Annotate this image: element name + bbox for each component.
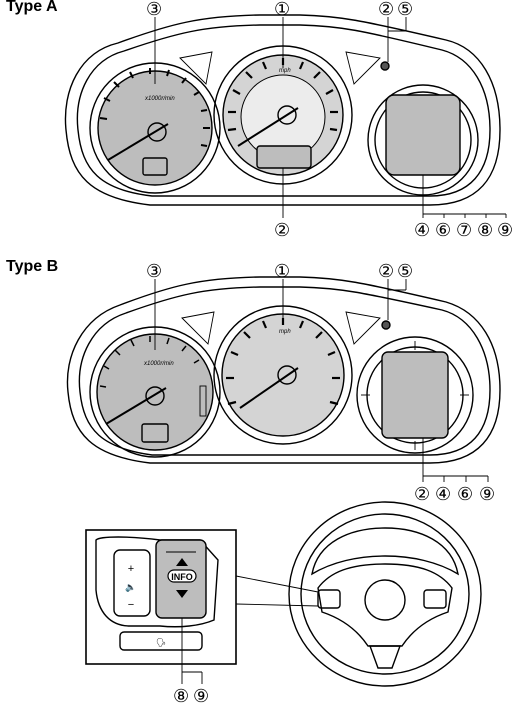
callout-2b: ② (414, 484, 430, 505)
callout-6: ⑥ (457, 484, 473, 505)
callout-5: ⑤ (397, 0, 413, 20)
callout-7: ⑦ (456, 220, 472, 241)
cluster-inner-bezel (78, 286, 491, 456)
tach-unit-label: x1000r/min (144, 96, 175, 102)
horn-pad (364, 579, 406, 621)
tach-needle (107, 123, 169, 161)
callout-6: ⑥ (435, 220, 451, 241)
volume-plus-label: + (128, 563, 134, 575)
callout-2: ② (378, 0, 394, 20)
trip-knob (381, 320, 391, 330)
tach-hub (147, 122, 167, 142)
deco-plate-right (345, 51, 381, 85)
info-button-badge[interactable] (167, 569, 197, 583)
cluster-inner-bezel (76, 24, 491, 197)
speedo-unit-label: mph (279, 68, 291, 74)
switch-detail-box: + 🔈 − INFO 🗣 (85, 529, 237, 665)
multi-info-outer-ring (356, 336, 474, 454)
tach-unit-label: x1000r/min (143, 361, 174, 367)
voice-switch[interactable] (119, 631, 203, 651)
tach-redzone-marker (199, 385, 207, 417)
left-switch-cluster (317, 589, 341, 609)
down-arrow-icon[interactable] (176, 590, 188, 598)
tach-ticks (99, 336, 200, 388)
multi-info-display (381, 351, 449, 439)
type-b-cluster: x1000r/min mph (66, 276, 501, 464)
steering-callouts: ⑧ ⑨ (173, 618, 209, 707)
zoom-line-lower (235, 603, 319, 607)
deco-plate-left (181, 311, 215, 345)
tach-display (142, 157, 168, 176)
cluster-outer-bezel (64, 14, 501, 206)
callout-2b: ② (274, 220, 290, 241)
callout-8: ⑧ (477, 220, 493, 241)
voice-icon: 🗣 (156, 638, 166, 647)
callout-4: ④ (414, 220, 430, 241)
callout-9: ⑨ (497, 220, 513, 241)
info-button-label: INFO (171, 572, 193, 582)
volume-minus-label: − (128, 599, 134, 611)
wheel-rim-inner (300, 513, 470, 675)
volume-switch[interactable] (113, 549, 151, 617)
callout-3: ③ (146, 261, 162, 282)
zoom-line-upper (235, 575, 319, 593)
type-a-title: Type A (6, 0, 58, 15)
lower-spoke (369, 645, 401, 669)
speedo-ticks (226, 318, 340, 406)
tach-display (141, 423, 169, 443)
callout-2: ② (378, 261, 394, 282)
tachometer-face (96, 333, 214, 451)
callout-1: ① (274, 0, 290, 20)
steering-wheel (288, 501, 482, 687)
speedo-unit-label: mph (279, 329, 291, 335)
multi-info-display (385, 94, 461, 176)
callout-1: ① (274, 261, 290, 282)
odometer-display (256, 145, 312, 169)
up-arrow-icon[interactable] (176, 558, 188, 566)
cluster-outer-bezel (66, 276, 501, 464)
type-a-cluster: x1000r/min mph (64, 14, 501, 206)
wheel-upper-opening (311, 527, 459, 576)
callout-9: ⑨ (193, 686, 209, 707)
trip-knob (380, 61, 390, 71)
tach-needle (105, 387, 167, 425)
right-switch-cluster (423, 589, 447, 609)
panel-contour (95, 536, 219, 628)
speaker-icon: 🔈 (125, 583, 136, 593)
deco-plate-right (345, 311, 381, 345)
wheel-rim-outer (288, 501, 482, 687)
speedo-needle (237, 107, 299, 147)
type-b-title: Type B (6, 258, 59, 275)
tachometer-face (97, 70, 213, 186)
callout-5: ⑤ (397, 261, 413, 282)
tach-hub (145, 386, 165, 406)
deco-plate-left (179, 51, 213, 85)
callout-9: ⑨ (479, 484, 495, 505)
callout-4: ④ (435, 484, 451, 505)
tach-ticks (99, 68, 210, 147)
speedo-hub (277, 365, 297, 385)
speedo-needle (239, 367, 299, 409)
speedo-hub (277, 105, 297, 125)
callout-8: ⑧ (173, 686, 189, 707)
type-b-callouts: ③ ① ② ⑤ ② ④ ⑥ ⑨ (146, 261, 495, 505)
wheel-hub (317, 563, 453, 647)
callout-3: ③ (146, 0, 162, 20)
type-a-callouts: ③ ① ② ⑤ ② ④ ⑥ ⑦ ⑧ ⑨ (146, 0, 513, 241)
